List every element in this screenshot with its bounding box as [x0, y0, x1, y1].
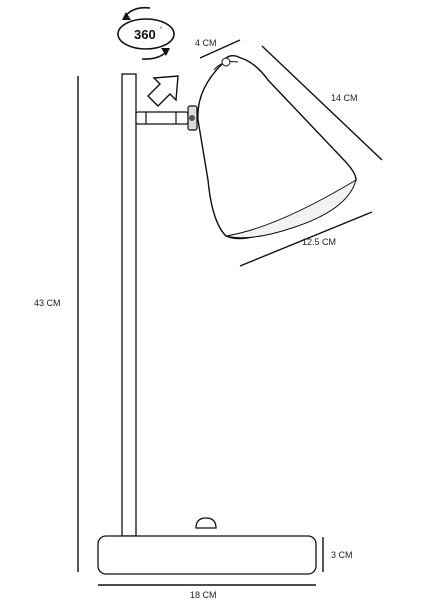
dimension-lines: [77, 39, 383, 586]
dim-line-shade-top: [199, 39, 241, 59]
rotation-icon: [117, 6, 175, 60]
dim-label-shade-length: 14 CM: [331, 93, 358, 103]
lamp-pole: [121, 73, 137, 537]
tilt-arrow-icon: [147, 75, 179, 107]
rotation-value: 360: [134, 27, 156, 42]
rotation-degree-symbol: °: [160, 27, 163, 33]
dim-label-base-width: 18 CM: [190, 590, 217, 600]
dim-label-shade-top: 4 CM: [195, 38, 217, 48]
dim-label-shade-opening: 12.5 CM: [302, 237, 336, 247]
lamp-arm-connector: [135, 105, 198, 131]
dim-line-shade-opening: [239, 211, 373, 267]
dim-label-base-height: 3 CM: [331, 550, 353, 560]
lamp-base: [97, 517, 317, 575]
lamp-shade: [197, 54, 357, 240]
dim-line-shade-length: [261, 45, 383, 161]
dim-label-total-height: 43 CM: [34, 298, 61, 308]
